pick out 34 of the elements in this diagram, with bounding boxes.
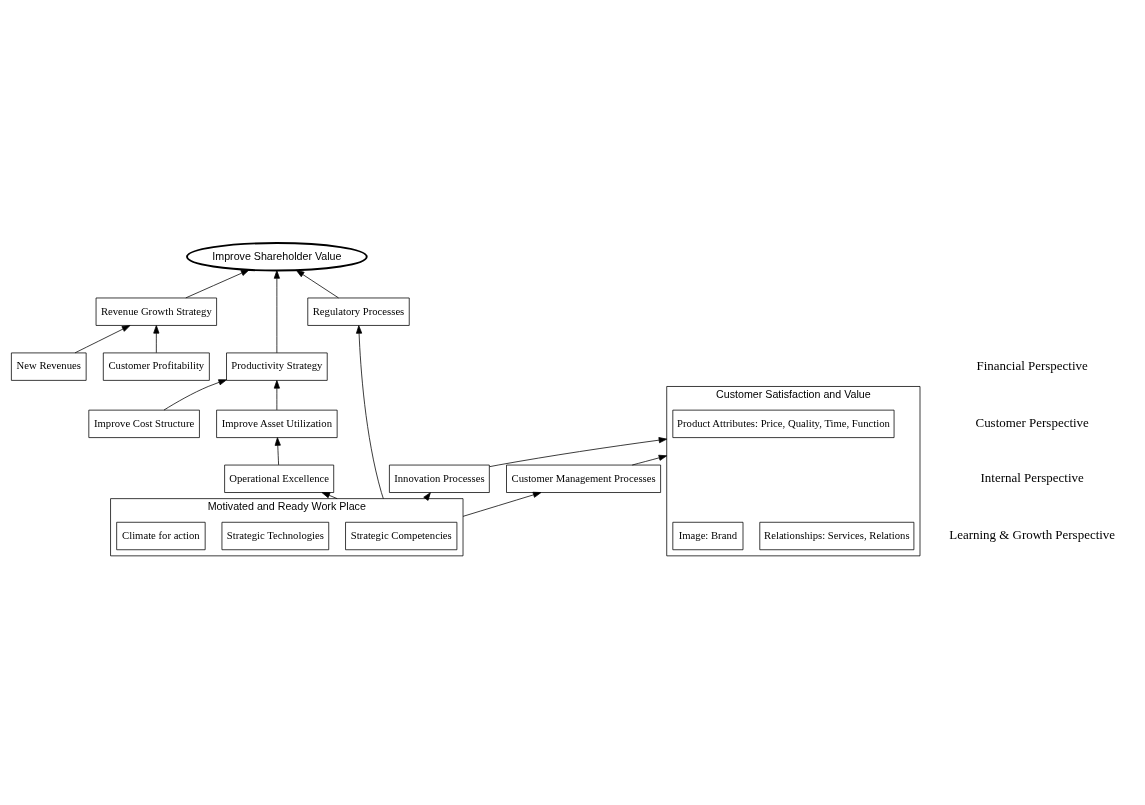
arrow	[274, 437, 281, 466]
arrow	[489, 437, 668, 468]
node-box: Customer Profitability	[102, 352, 210, 381]
arrow	[163, 379, 227, 411]
node-box: New Revenues	[11, 352, 87, 381]
arrow	[356, 325, 384, 499]
arrow	[74, 325, 131, 354]
arrow	[185, 269, 250, 299]
node-box: Regulatory Processes	[307, 297, 410, 326]
node-box: Strategic Competencies	[345, 521, 458, 551]
node-box: Product Attributes: Price, Quality, Time, Function	[672, 409, 895, 438]
arrow	[153, 325, 160, 354]
node-box: Revenue Growth Strategy	[95, 297, 217, 326]
label: Internal Perspective	[980, 469, 1084, 485]
node-box: Image: Brand	[672, 521, 744, 551]
node-box: Relationships: Services, Relations	[759, 521, 915, 551]
node-box: Climate for action	[116, 521, 206, 551]
label: Financial Perspective	[976, 357, 1088, 373]
arrow	[296, 269, 339, 299]
node-box: Innovation Processes	[389, 464, 490, 493]
node-box: Customer Management Processes	[506, 464, 661, 493]
label: Customer Perspective	[975, 414, 1089, 430]
arrow	[273, 380, 280, 411]
arrow	[273, 270, 280, 354]
node-ellipse: Improve Shareholder Value	[186, 242, 368, 272]
node-box: Improve Cost Structure	[88, 409, 200, 438]
arrow	[321, 492, 338, 499]
label: Learning & Growth Perspective	[949, 527, 1116, 543]
node-box: Improve Asset Utilization	[216, 409, 338, 438]
arrow	[631, 454, 668, 466]
node-box: Productivity Strategy	[226, 352, 328, 381]
arrow	[462, 491, 542, 517]
node-box: Strategic Technologies	[221, 521, 330, 551]
node-box: Operational Excellence	[224, 464, 335, 493]
